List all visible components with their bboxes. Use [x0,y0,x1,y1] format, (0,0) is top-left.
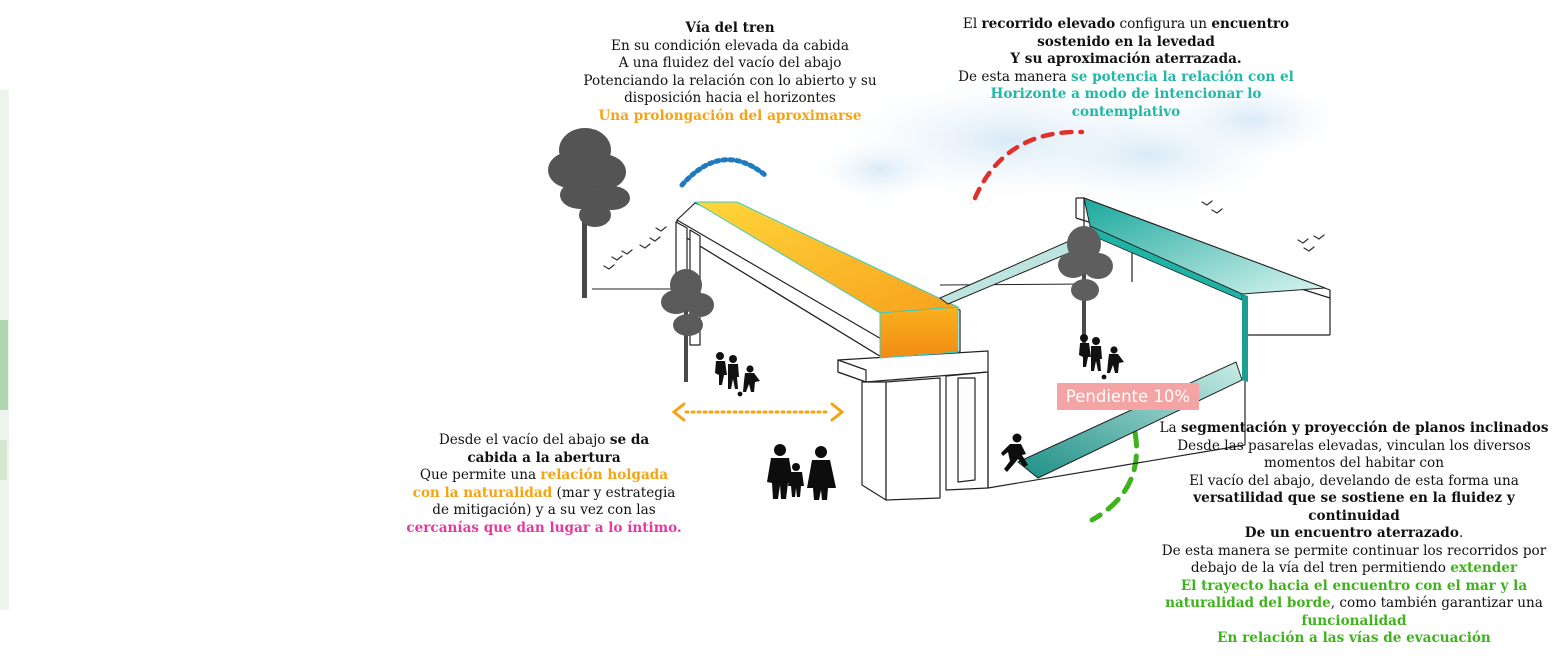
elevated-l4b: se potencia la relación con el [1071,68,1294,85]
left-edge-fragment [0,90,9,610]
birds [603,200,1325,270]
segment-l11a: naturalidad del borde [1165,595,1331,611]
segment-line-10: El trayecto hacia el encuentro con el ma… [1180,577,1528,594]
red-dashed-arc [972,129,1085,201]
train-line-2: En su condición elevada da cabida [611,37,849,54]
void-l3a: Que permite una [419,467,541,483]
void-l3b: relación holgada [540,467,669,483]
people-playing-left [715,352,760,397]
elevated-text-block: El recorrido elevado configura un encuen… [930,16,1322,121]
segment-line-6: continuidad [1308,507,1400,524]
tree-large [548,128,630,298]
segment-l11b: , como también garantizar una [1330,595,1543,611]
train-line-5: disposición hacia el horizontes [624,90,836,106]
segment-line-5: versatilidad que se sostiene en la fluid… [1193,490,1515,506]
ground-lines [592,283,1085,290]
yellow-rail-volume [693,201,960,359]
elevated-line-6: contemplativo [1071,103,1181,120]
train-line-3: A una fluidez del vacío del abajo [618,55,842,71]
void-text-block: Desde el vacío del abajo se da cabida a … [396,432,692,537]
segment-line-2: Desde las pasarelas elevadas, vinculan l… [1177,437,1531,454]
train-highlight: Una prolongación del aproximarse [598,107,862,124]
elevated-line-2: sostenido en la levedad [1037,33,1215,50]
train-line-4: Potenciando la relación con lo abierto y… [583,72,877,89]
segment-line-12: funcionalidad [1301,612,1407,629]
void-l4b: (mar y estrategia [552,484,676,501]
segment-line-8: De esta manera se permite continuar los … [1161,542,1547,559]
void-line-5: de mitigación) y a su vez con las [432,502,656,518]
void-l4a: con la naturalidad [412,484,553,501]
family-walking [767,444,836,500]
cloud-background [820,80,1340,205]
blue-dotted-arc [679,157,768,188]
elevated-l1a: El [962,16,982,32]
void-l1a: Desde el vacío del abajo [438,432,610,448]
green-dashed-arc [1089,429,1140,523]
elevated-l4a: De esta manera [958,68,1072,85]
tree-right [1058,226,1113,350]
elevated-line-5: Horizonte a modo de intencionar lo [990,86,1262,102]
void-line-2: cabida a la abertura [467,449,621,466]
elevated-line-3: Y su aproximación aterrazada. [1010,51,1242,67]
runner-child [1001,433,1028,472]
elevated-l1d: encuentro [1211,16,1290,32]
void-l1b: se da [609,432,650,448]
segment-line-3: momentos del habitar con [1264,455,1444,471]
train-text-block: Vía del tren En su condición elevada da … [560,20,900,125]
segment-text-block: La segmentación y proyección de planos i… [1148,420,1560,648]
train-title: Vía del tren [685,20,775,36]
elevated-l1c: configura un [1115,16,1212,32]
tree-small [661,269,714,382]
segment-line-4: El vacío del abajo, develando de esta fo… [1189,472,1519,489]
elevated-l1b: recorrido elevado [981,16,1116,32]
segment-l9a: debajo de la vía del tren permitiendo [1190,560,1451,576]
void-highlight-pink: cercanías que dan lugar a lo íntimo. [406,519,682,536]
people-playing-right [1079,334,1124,380]
segment-l7b: . [1458,525,1464,541]
segment-l7a: De un encuentro aterrazado [1244,525,1459,541]
segment-l9b: extender [1450,560,1518,576]
orange-double-arrow [671,402,845,422]
segment-l1a: La [1159,420,1181,436]
slope-badge: Pendiente 10% [1057,383,1199,410]
segment-line-13: En relación a las vías de evacuación [1217,630,1491,646]
segment-l1b: segmentación y proyección de planos incl… [1180,420,1549,436]
